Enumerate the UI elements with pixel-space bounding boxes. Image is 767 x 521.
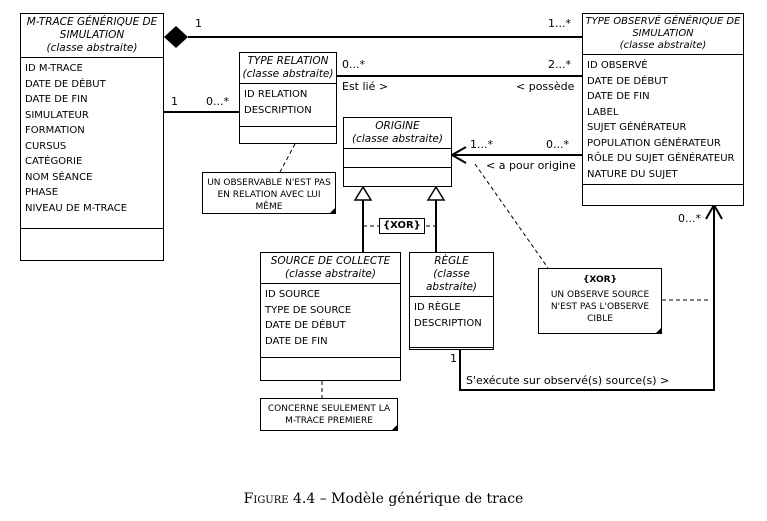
label-rel-mult-left: 0...* <box>342 58 365 71</box>
class-attribute: ID OBSERVÉ <box>587 60 648 71</box>
class-origine: ORIGINE (classe abstraite) <box>343 117 452 187</box>
label-mt-to-obs-left: 1 <box>195 17 202 30</box>
class-mtrace: M-TRACE GÉNÉRIQUE DE SIMULATION (classe … <box>20 13 164 261</box>
figure-number: Figure 4.4 <box>243 491 316 507</box>
label-a-pour-origine: < a pour origine <box>486 159 576 172</box>
label-est-lie: Est lié > <box>342 80 389 93</box>
class-attribute: ID M-TRACE <box>25 63 83 74</box>
class-source-collecte-attributes: ID SOURCE TYPE DE SOURCE DATE DE DÉBUT DATE… <box>261 284 400 358</box>
label-possede: < possède <box>516 80 575 93</box>
class-attribute: DATE DE FIN <box>25 94 88 105</box>
class-regle: RÈGLE (classe abstraite) ID RÈGLE DESCRIP… <box>409 252 494 350</box>
class-attribute: TYPE DE SOURCE <box>265 304 352 316</box>
figure-title: – Modèle générique de trace <box>315 491 524 507</box>
class-source-collecte-name: SOURCE DE COLLECTE <box>270 255 391 267</box>
xor-note-link-top <box>474 163 549 269</box>
note-source-text: CONCERNE SEULEMENT LA M-TRACE PREMIERE <box>267 404 391 426</box>
note-source: CONCERNE SEULEMENT LA M-TRACE PREMIERE <box>260 398 398 431</box>
class-attribute: POPULATION GÉNÉRATEUR <box>587 137 721 149</box>
class-origine-attributes <box>344 149 451 168</box>
class-type-relation-stereotype: (classe abstraite) <box>242 68 334 80</box>
class-attribute: ID RELATION <box>244 89 308 100</box>
class-attribute: CATÉGORIE <box>25 156 83 167</box>
note-relation: UN OBSERVABLE N'EST PAS EN RELATION AVEC… <box>202 172 336 214</box>
note-xor: {XOR} UN OBSERVE SOURCE N'EST PAS L'OBSE… <box>538 268 662 334</box>
class-origine-header: ORIGINE (classe abstraite) <box>344 118 451 149</box>
gen-regle-triangle-icon <box>426 185 446 201</box>
class-attribute: SIMULATEUR <box>25 109 89 121</box>
class-attribute: DATE DE DÉBUT <box>587 75 668 87</box>
class-attribute: CURSUS <box>25 140 67 152</box>
label-orig-mult-right: 0...* <box>546 138 569 151</box>
label-orig-mult-left: 1...* <box>470 138 493 151</box>
class-source-collecte-stereotype: (classe abstraite) <box>285 268 376 280</box>
note-xor-title: {XOR} <box>582 275 617 285</box>
class-type-relation-name: TYPE RELATION <box>247 55 329 67</box>
class-type-relation-header: TYPE RELATION (classe abstraite) <box>240 53 336 84</box>
class-attribute: RÔLE DU SUJET GÉNÉRATEUR <box>587 153 735 164</box>
class-regle-attributes: ID RÈGLE DESCRIPTION <box>410 297 493 348</box>
class-mtrace-header: M-TRACE GÉNÉRIQUE DE SIMULATION (classe … <box>21 14 163 58</box>
composition-diamond-icon <box>164 26 188 48</box>
class-regle-stereotype: (classe abstraite) <box>425 268 478 293</box>
class-type-observe-header: TYPE OBSERVÉ GÉNÉRIQUE DE SIMULATION (cl… <box>583 14 743 55</box>
class-mtrace-attributes: ID M-TRACE DATE DE DÉBUT DATE DE FIN SIMULA… <box>21 58 163 229</box>
class-attribute: DATE DE FIN <box>587 91 650 102</box>
class-type-relation: TYPE RELATION (classe abstraite) ID RELA… <box>239 52 337 144</box>
note-xor-text: UN OBSERVE SOURCE N'EST PAS L'OBSERVE CI… <box>550 290 650 324</box>
class-source-collecte: SOURCE DE COLLECTE (classe abstraite) ID… <box>260 252 401 381</box>
class-attribute: FORMATION <box>25 125 85 136</box>
class-attribute: SUJET GÉNÉRATEUR <box>587 122 687 133</box>
label-mt-rel-right: 0...* <box>206 95 229 108</box>
class-mtrace-name: M-TRACE GÉNÉRIQUE DE SIMULATION <box>26 16 158 41</box>
note-relation-text: UN OBSERVABLE N'EST PAS EN RELATION AVEC… <box>207 178 331 212</box>
class-attribute: DESCRIPTION <box>414 317 482 329</box>
origine-arrow-icon <box>449 146 467 164</box>
class-attribute: LABEL <box>587 106 619 118</box>
class-attribute: ID RÈGLE <box>414 302 461 313</box>
class-regle-header: RÈGLE (classe abstraite) <box>410 253 493 297</box>
class-origine-stereotype: (classe abstraite) <box>352 133 443 145</box>
label-regle-mult: 1 <box>450 352 457 365</box>
executes-path <box>459 205 715 391</box>
class-attribute: DATE DE DÉBUT <box>265 320 346 331</box>
class-source-collecte-header: SOURCE DE COLLECTE (classe abstraite) <box>261 253 400 284</box>
class-attribute: ID SOURCE <box>265 289 321 300</box>
class-origine-name: ORIGINE <box>375 120 420 132</box>
class-attribute: DESCRIPTION <box>244 104 312 116</box>
class-attribute: DATE DE FIN <box>265 335 328 347</box>
class-attribute: NATURE DU SUJET <box>587 168 678 180</box>
label-mt-rel-left: 1 <box>171 95 178 108</box>
relation-note-link <box>279 143 296 173</box>
class-regle-name: RÈGLE <box>434 255 469 267</box>
class-type-observe-attributes: ID OBSERVÉ DATE DE DÉBUT DATE DE FIN LABEL S… <box>583 55 743 185</box>
class-attribute: NIVEAU DE M-TRACE <box>25 202 128 214</box>
label-rel-mult-right: 2...* <box>548 58 571 71</box>
class-attribute: NOM SÉANCE <box>25 171 93 183</box>
class-mtrace-stereotype: (classe abstraite) <box>46 42 138 54</box>
xor-constraint: {XOR} <box>379 218 425 234</box>
label-executes-sur: S'exécute sur observé(s) source(s) > <box>466 374 670 387</box>
class-type-relation-attributes: ID RELATION DESCRIPTION <box>240 84 336 127</box>
class-type-observe: TYPE OBSERVÉ GÉNÉRIQUE DE SIMULATION (cl… <box>582 13 744 206</box>
class-attribute: DATE DE DÉBUT <box>25 78 106 90</box>
figure-caption: Figure 4.4 – Modèle générique de trace <box>0 491 767 507</box>
label-obs-mult-bottom: 0...* <box>678 212 701 225</box>
class-type-observe-name: TYPE OBSERVÉ GÉNÉRIQUE DE SIMULATION <box>585 16 741 39</box>
class-type-observe-stereotype: (classe abstraite) <box>619 40 707 51</box>
class-attribute: PHASE <box>25 187 59 198</box>
gen-source-triangle-icon <box>353 185 373 201</box>
label-mt-to-obs-right: 1...* <box>548 17 571 30</box>
